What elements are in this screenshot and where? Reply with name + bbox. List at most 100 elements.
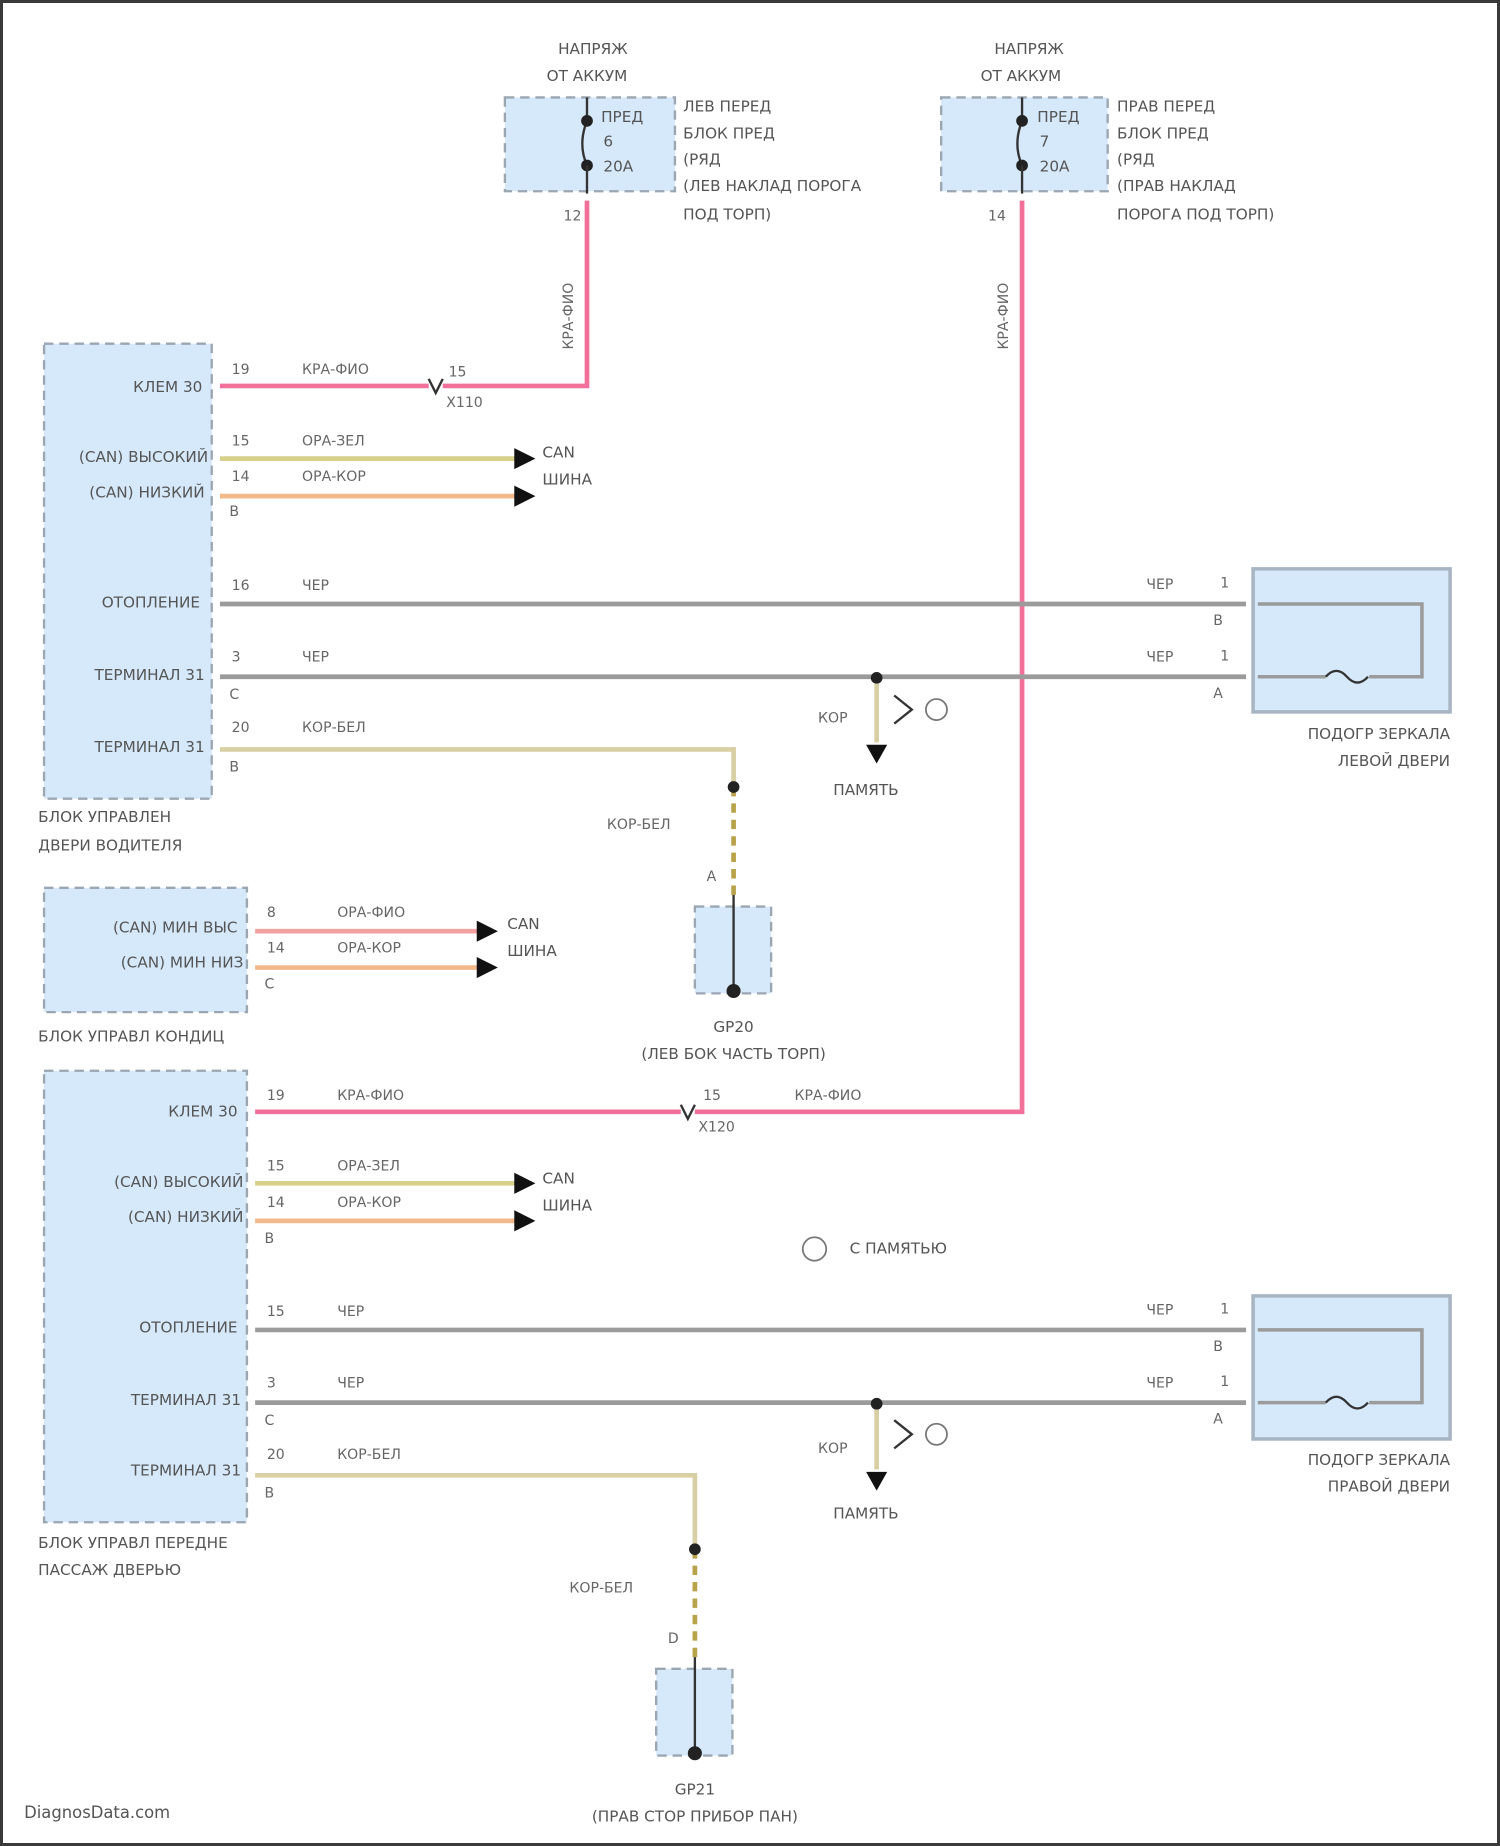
ground-gp21-id: GP21 bbox=[675, 1780, 715, 1798]
fuse-2-wire-label: КРА-ФИО bbox=[996, 283, 1012, 350]
fuse-1-label-1: ПРЕД bbox=[601, 108, 643, 126]
memory-splice-left-label: ПАМЯТЬ bbox=[833, 781, 898, 799]
fuse-2-loc-3: (РЯД bbox=[1117, 150, 1155, 168]
passenger-wire-1b: КРА-ФИО bbox=[795, 1088, 862, 1104]
climate-can-bus-1: CAN bbox=[507, 915, 539, 933]
passenger-wire-4: ЧЕР bbox=[337, 1304, 364, 1320]
driver-wire-1: КРА-ФИО bbox=[302, 362, 369, 378]
climate-pin-label-1: (CAN) МИН ВЫС bbox=[113, 918, 238, 936]
driver-wire-2: ОРА-ЗЕЛ bbox=[302, 434, 365, 450]
fuse-2-loc-2: БЛОК ПРЕД bbox=[1117, 124, 1209, 142]
passenger-door-module: КЛЕМ 30 (CAN) ВЫСОКИЙ (CAN) НИЗКИЙ ОТОПЛ… bbox=[38, 1071, 1246, 1657]
driver-wire-3: ОРА-КОР bbox=[302, 469, 366, 485]
fuse-2-loc-1: ПРАВ ПЕРЕД bbox=[1117, 98, 1215, 116]
passenger-ground-splice bbox=[689, 1543, 701, 1555]
x110-label: X110 bbox=[446, 395, 483, 411]
driver-pin-label-5: ТЕРМИНАЛ 31 bbox=[93, 666, 204, 684]
legend-memory-note-icon bbox=[803, 1237, 826, 1260]
passenger-can-high-arrow-icon bbox=[514, 1173, 535, 1194]
driver-pin-label-6: ТЕРМИНАЛ 31 bbox=[93, 738, 204, 756]
fuse-1-label-3: 20A bbox=[603, 157, 633, 175]
climate-module-name: БЛОК УПРАВЛ КОНДИЦ bbox=[38, 1027, 224, 1045]
driver-wire-5: ЧЕР bbox=[302, 649, 329, 665]
driver-pin-label-4: ОТОПЛЕНИЕ bbox=[102, 594, 200, 612]
driver-module-name-2: ДВЕРИ ВОДИТЕЛЯ bbox=[38, 836, 182, 854]
passenger-wire-3: ОРА-КОР bbox=[337, 1195, 401, 1211]
fuse-1-title-1: НАПРЯЖ bbox=[558, 40, 628, 58]
passenger-pin-num-2: 15 bbox=[267, 1158, 285, 1174]
fuse-1: НАПРЯЖ ОТ АККУМ ПРЕД 6 20A ЛЕВ ПЕРЕД БЛО… bbox=[505, 40, 862, 350]
passenger-can-low-arrow-icon bbox=[514, 1210, 535, 1231]
memory-note-icon bbox=[926, 1424, 947, 1445]
driver-pin-label-2: (CAN) ВЫСОКИЙ bbox=[79, 447, 208, 466]
passenger-pin-num-5: 3 bbox=[267, 1375, 276, 1391]
passenger-wire-1: КРА-ФИО bbox=[337, 1088, 404, 1104]
fuse-1-loc-2: БЛОК ПРЕД bbox=[683, 124, 775, 142]
passenger-pin-num-4: 15 bbox=[267, 1304, 285, 1320]
driver-pin-label-3: (CAN) НИЗКИЙ bbox=[89, 482, 204, 501]
passenger-ground-wire bbox=[255, 1475, 695, 1545]
x120-pin: 15 bbox=[703, 1088, 721, 1104]
left-mirror-wire-2: ЧЕР bbox=[1146, 649, 1173, 665]
memory-splice-right-arrow-icon bbox=[866, 1472, 887, 1491]
left-mirror-wire-1: ЧЕР bbox=[1146, 577, 1173, 593]
fuse-1-wire-label: КРА-ФИО bbox=[561, 283, 577, 350]
ground-gp20-location: (ЛЕВ БОК ЧАСТЬ ТОРП) bbox=[641, 1045, 825, 1063]
left-mirror-heater: ЧЕР 1 B ЧЕР 1 A ПОДОГР ЗЕРКАЛА ЛЕВОЙ ДВЕ… bbox=[1146, 569, 1450, 770]
legend: С ПАМЯТЬЮ bbox=[803, 1237, 947, 1260]
passenger-pin-label-5: ТЕРМИНАЛ 31 bbox=[130, 1391, 241, 1409]
passenger-wire-2: ОРА-ЗЕЛ bbox=[337, 1158, 400, 1174]
climate-can-high-arrow-icon bbox=[477, 921, 498, 942]
passenger-module-name-1: БЛОК УПРАВЛ ПЕРЕДНЕ bbox=[38, 1534, 228, 1552]
wiring-diagram-canvas: НАПРЯЖ ОТ АККУМ ПРЕД 6 20A ЛЕВ ПЕРЕД БЛО… bbox=[3, 3, 1497, 1843]
left-mirror-name-1: ПОДОГР ЗЕРКАЛА bbox=[1308, 725, 1451, 743]
passenger-pin-num-1: 19 bbox=[267, 1088, 285, 1104]
memory-note-icon bbox=[926, 699, 947, 720]
watermark: DiagnosData.com bbox=[24, 1803, 170, 1822]
left-mirror-sub-2: A bbox=[1213, 686, 1223, 702]
x120-label: X120 bbox=[698, 1120, 735, 1136]
climate-module: (CAN) МИН ВЫС (CAN) МИН НИЗ БЛОК УПРАВЛ … bbox=[38, 888, 557, 1046]
passenger-door-module-box bbox=[44, 1071, 247, 1522]
left-mirror-sub-1: B bbox=[1213, 613, 1223, 629]
left-mirror-pin-1: 1 bbox=[1220, 576, 1229, 592]
climate-can-low-arrow-icon bbox=[477, 957, 498, 978]
passenger-pin-label-1: КЛЕМ 30 bbox=[168, 1102, 237, 1120]
driver-pin-label-1: КЛЕМ 30 bbox=[133, 378, 202, 396]
ground-gp21-pin: D bbox=[668, 1631, 679, 1647]
passenger-module-name-2: ПАССАЖ ДВЕРЬЮ bbox=[38, 1561, 181, 1579]
driver-can-bus-2: ШИНА bbox=[542, 470, 592, 488]
memory-splice-left-wire-label: КОР bbox=[818, 710, 848, 726]
driver-ground-splice bbox=[728, 781, 740, 793]
climate-pin-num-1: 8 bbox=[267, 905, 276, 921]
passenger-pin-num-6: 20 bbox=[267, 1447, 285, 1463]
passenger-pin-num-3: 14 bbox=[267, 1195, 285, 1211]
connector-x110-icon bbox=[429, 379, 443, 393]
climate-module-box bbox=[44, 888, 247, 1012]
driver-pin-num-4: 16 bbox=[232, 578, 250, 594]
passenger-pin-label-2: (CAN) ВЫСОКИЙ bbox=[114, 1172, 243, 1191]
fuse-1-box bbox=[505, 97, 675, 191]
fuse-1-label-2: 6 bbox=[603, 133, 613, 151]
right-mirror-name-1: ПОДОГР ЗЕРКАЛА bbox=[1308, 1451, 1451, 1469]
ground-gp20-id: GP20 bbox=[713, 1018, 753, 1036]
driver-pin-num-3: 14 bbox=[232, 469, 250, 485]
fuse-2-terminal-top bbox=[1016, 115, 1028, 127]
ground-gp20-pin: A bbox=[707, 869, 717, 885]
driver-pin-num-6: 20 bbox=[232, 720, 250, 736]
memory-splice-right-dot bbox=[871, 1398, 883, 1410]
passenger-pin-sub-3: B bbox=[265, 1231, 275, 1247]
memory-splice-left-arrow-icon bbox=[866, 745, 887, 764]
power-wire-driver bbox=[220, 201, 587, 386]
left-mirror-name-2: ЛЕВОЙ ДВЕРИ bbox=[1338, 751, 1450, 770]
fuse-1-loc-5: ПОД ТОРП) bbox=[683, 205, 771, 223]
driver-can-high-arrow-icon bbox=[514, 448, 535, 469]
driver-door-module-box bbox=[44, 344, 212, 799]
driver-wire-4: ЧЕР bbox=[302, 578, 329, 594]
climate-pin-num-2: 14 bbox=[267, 940, 285, 956]
left-mirror-pin-2: 1 bbox=[1220, 648, 1229, 664]
fuse-2-loc-4: (ПРАВ НАКЛАД bbox=[1117, 177, 1236, 195]
ground-gp20-point bbox=[727, 984, 741, 998]
climate-can-bus-2: ШИНА bbox=[507, 942, 557, 960]
